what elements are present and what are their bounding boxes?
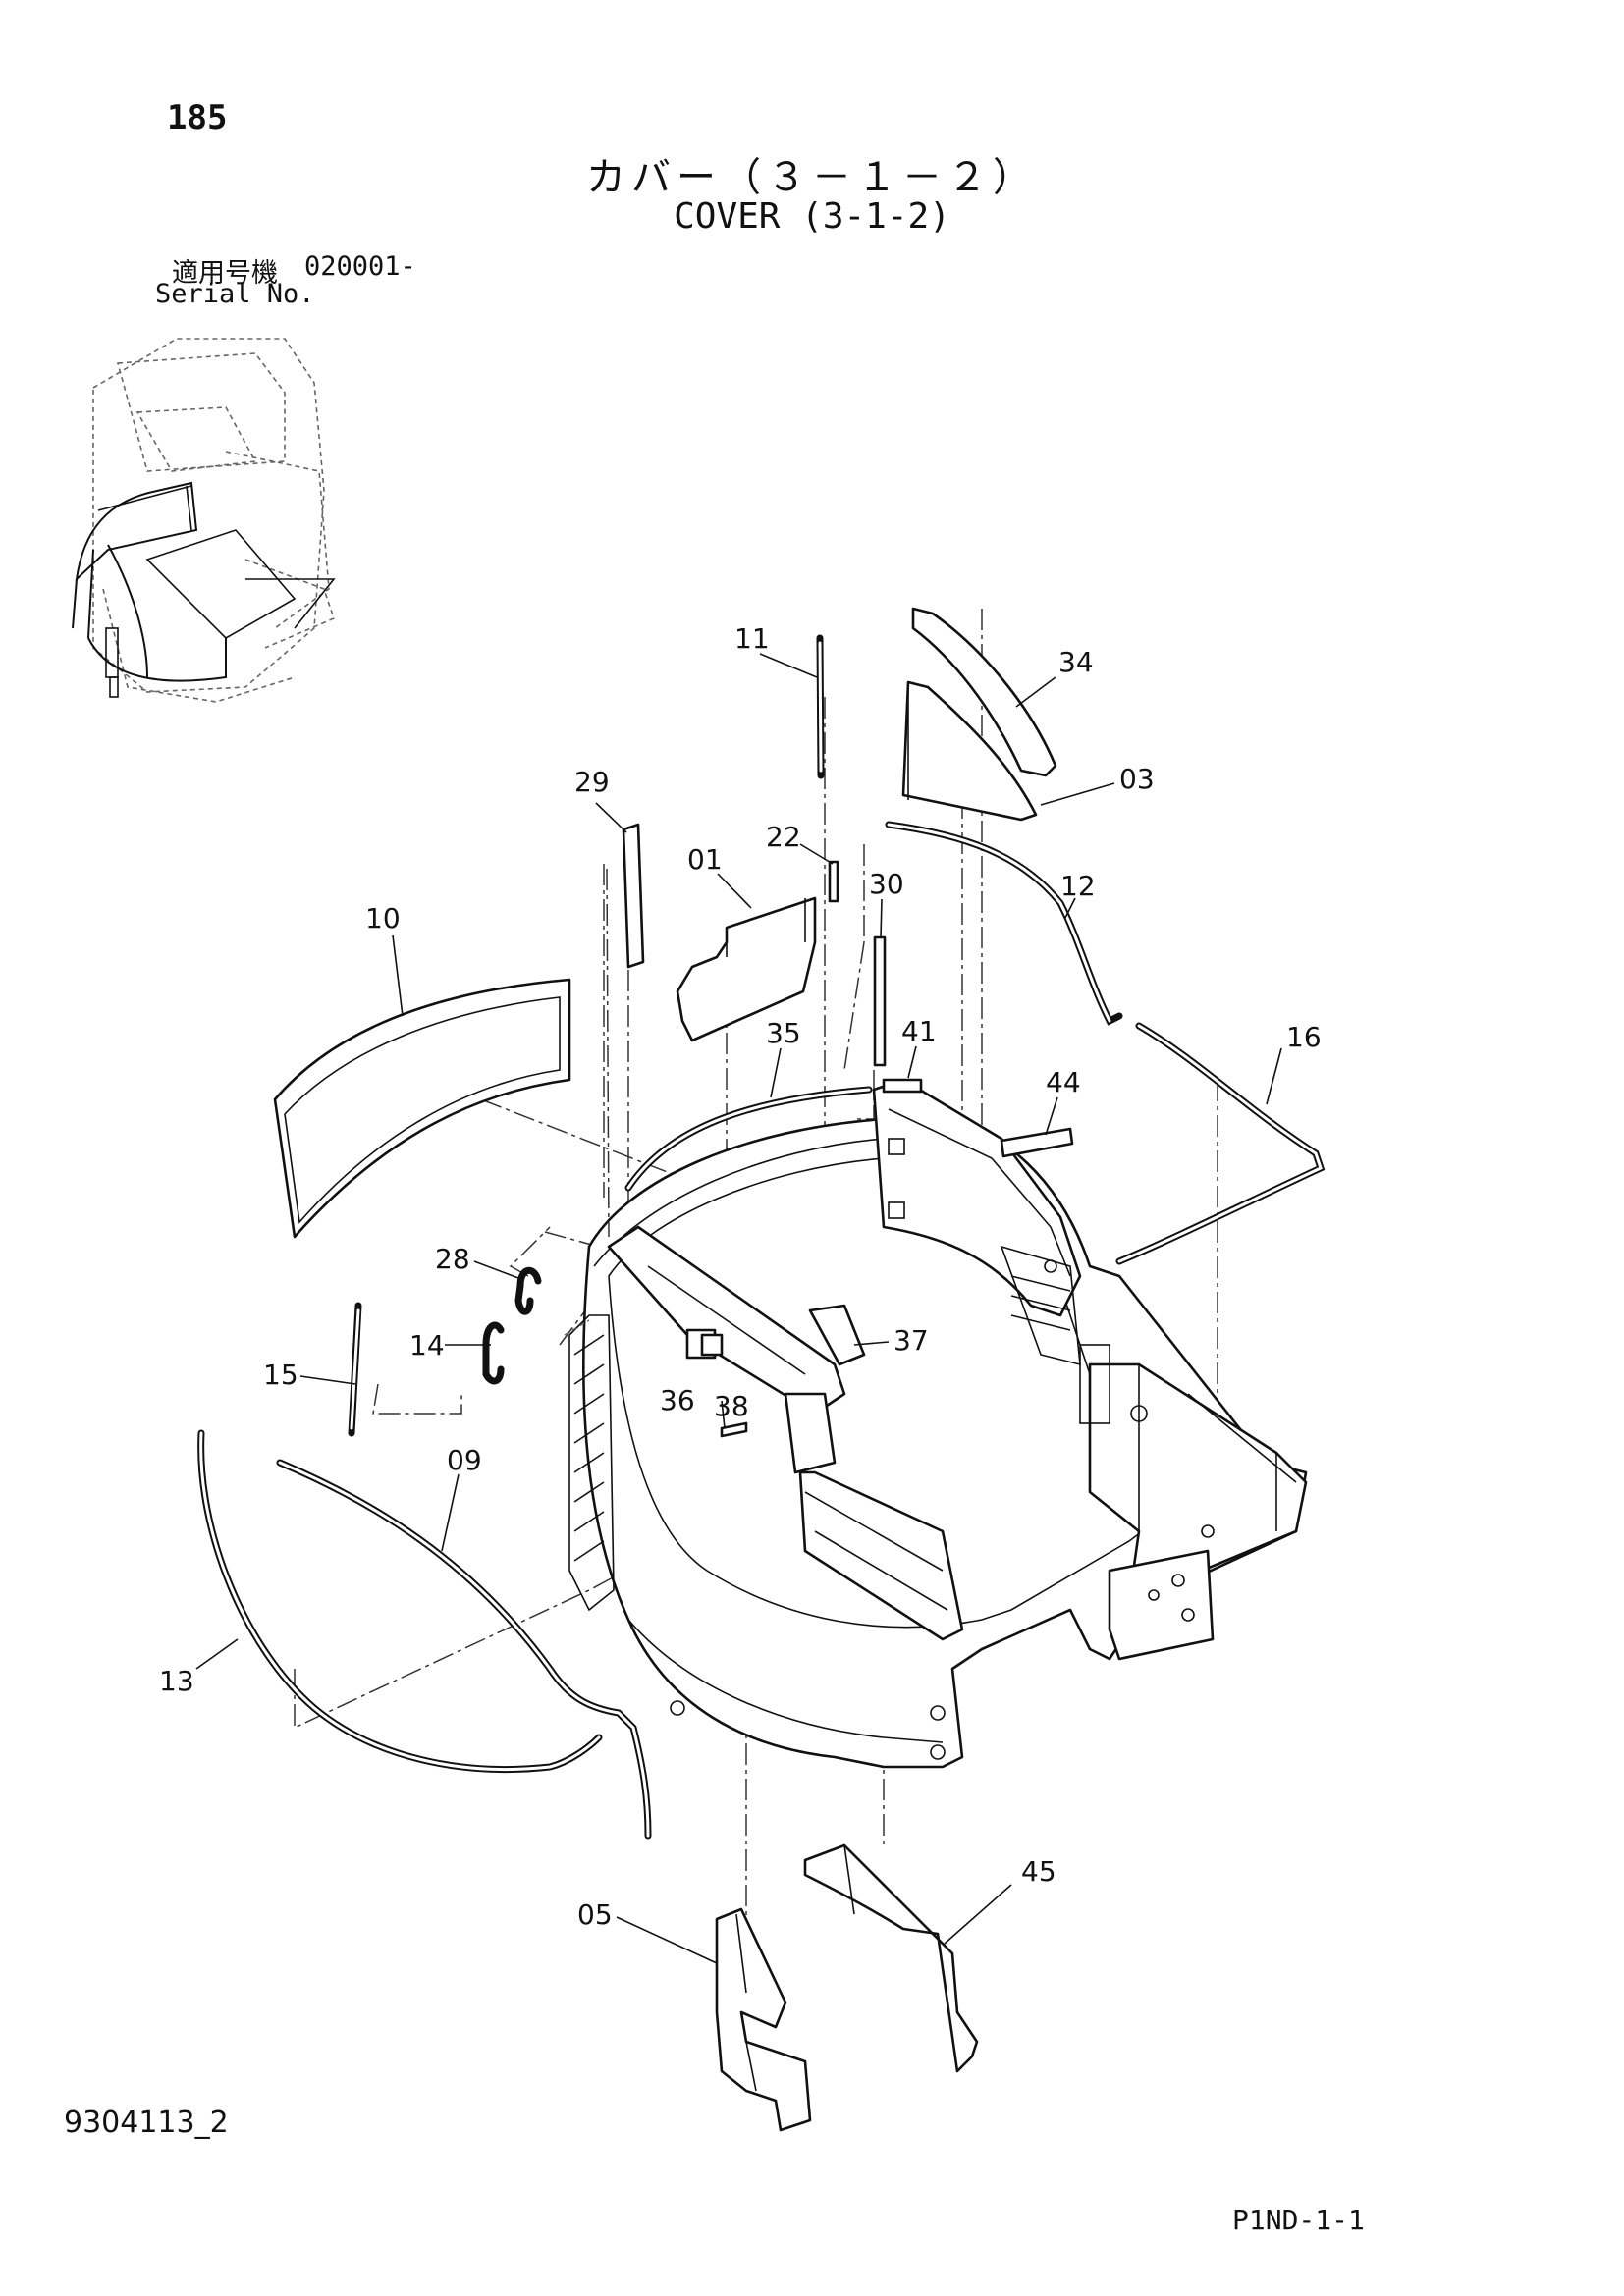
part-37-plate — [808, 1304, 866, 1366]
part-05-bracket — [715, 1907, 812, 2132]
callout-22: 22 — [766, 821, 801, 853]
callout-09: 09 — [447, 1444, 482, 1476]
part-41-pad — [882, 1078, 923, 1094]
callout-30: 30 — [869, 868, 904, 900]
part-15-strip — [348, 1302, 362, 1437]
part-13-curved-strip — [197, 1429, 603, 1773]
part-38-pin — [720, 1421, 748, 1438]
machine-overview-thumbnail — [72, 338, 336, 703]
part-29-strip — [622, 823, 645, 969]
callout-03: 03 — [1119, 763, 1155, 795]
callout-01: 01 — [687, 843, 723, 876]
page-number: 185 — [167, 98, 228, 137]
callout-15: 15 — [263, 1359, 298, 1391]
part-14-handle — [482, 1321, 505, 1385]
callout-45: 45 — [1021, 1855, 1056, 1888]
document-code: 9304113_2 — [64, 2106, 229, 2140]
part-01-bracket — [676, 896, 817, 1042]
page-title-japanese: カバー（３－１－２） — [586, 155, 1038, 200]
part-36-block — [700, 1333, 724, 1357]
part-16-strip — [1115, 1022, 1326, 1265]
callout-44: 44 — [1046, 1066, 1081, 1098]
callout-labels: 11 34 03 29 22 01 30 12 10 35 41 16 44 2… — [159, 622, 1322, 1931]
part-10-side-glass — [273, 978, 571, 1239]
serial-number: 020001- — [304, 251, 416, 282]
callout-14: 14 — [409, 1329, 445, 1362]
part-28-handle — [514, 1266, 542, 1315]
callout-29: 29 — [574, 766, 610, 798]
callout-28: 28 — [435, 1243, 470, 1275]
part-22-clip — [828, 860, 839, 903]
part-12-trim-strip — [885, 821, 1123, 1026]
part-30-rod — [873, 935, 887, 1067]
part-35-curved-strip — [624, 1086, 873, 1192]
callout-11: 11 — [734, 622, 770, 655]
callout-34: 34 — [1058, 646, 1094, 678]
callout-41: 41 — [901, 1015, 937, 1047]
callout-38: 38 — [714, 1390, 749, 1422]
callout-16: 16 — [1286, 1021, 1322, 1053]
callout-12: 12 — [1060, 870, 1096, 902]
vent-louvres — [573, 1334, 605, 1562]
part-45-panel — [803, 1843, 979, 2073]
serial-label-japanese: 適用号機 — [172, 258, 278, 289]
part-03-window-panel — [901, 680, 1038, 822]
leader-lines — [195, 653, 1282, 1964]
callout-35: 35 — [766, 1017, 801, 1049]
serial-label-english: Serial No. — [155, 279, 315, 309]
callout-36: 36 — [660, 1384, 695, 1416]
part-11-seal-strip — [816, 634, 825, 779]
part-44-pad — [1000, 1127, 1074, 1158]
main-cover-body — [568, 1078, 1308, 1769]
page-reference: P1ND-1-1 — [1232, 2204, 1365, 2236]
callout-10: 10 — [365, 902, 401, 934]
part-09-curved-seal — [276, 1459, 652, 1840]
callout-05: 05 — [577, 1898, 613, 1931]
callout-13: 13 — [159, 1665, 194, 1697]
page-title-english: COVER (3-1-2) — [674, 196, 950, 237]
callout-37: 37 — [893, 1324, 929, 1357]
part-34-window-panel — [911, 607, 1057, 777]
